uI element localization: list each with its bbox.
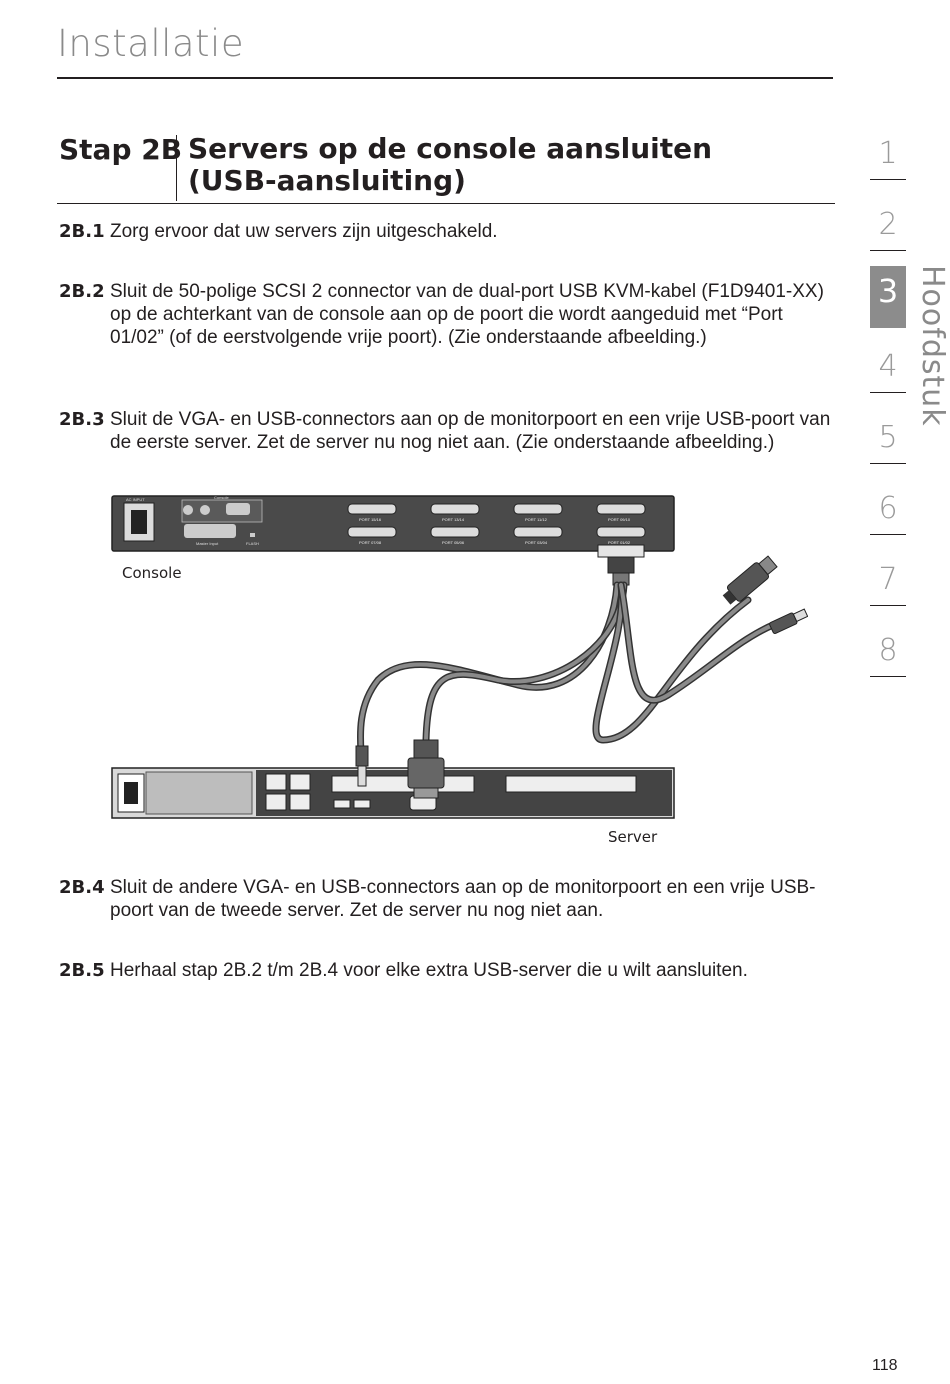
diagram-svg: AC INPUT Console Master Input FLASH PORT… <box>111 495 809 819</box>
ethernet-port <box>265 773 287 791</box>
server-caption: Server <box>608 828 658 846</box>
chapter-tab-6[interactable]: 6 <box>870 485 906 556</box>
header-title: Installatie <box>57 22 245 65</box>
item-text: Herhaal stap 2B.2 t/m 2B.4 voor elke ext… <box>110 960 748 981</box>
item-number: 2B.1 <box>59 221 105 242</box>
plugged-usb-connector <box>355 745 369 787</box>
step-divider <box>176 135 177 201</box>
master-input-port <box>184 524 236 538</box>
port-label: PORT 03/04 <box>525 540 548 545</box>
item-number: 2B.5 <box>59 960 105 981</box>
port-label: PORT 11/12 <box>525 517 548 522</box>
step-label: Stap 2B <box>59 133 183 166</box>
chapter-number: 6 <box>878 491 898 526</box>
master-input-label: Master Input <box>196 541 219 546</box>
ethernet-port <box>265 793 287 811</box>
page-number: 118 <box>872 1357 898 1374</box>
chapter-tab-5[interactable]: 5 <box>870 414 906 485</box>
connection-diagram: AC INPUT Console Master Input FLASH PORT… <box>108 490 809 860</box>
chapter-number: 2 <box>878 207 898 242</box>
chapter-rule <box>870 463 906 464</box>
step-title-line-2: (USB-aansluiting) <box>188 164 466 197</box>
plugged-vga-connector <box>407 739 445 799</box>
scsi-ports-top: PORT 15/16 PORT 13/14 PORT 11/12 PORT 09… <box>347 503 646 522</box>
expansion-slot <box>331 775 475 793</box>
server-power-socket-inner <box>124 782 138 804</box>
chapter-tab-8[interactable]: 8 <box>870 627 906 698</box>
free-vga-connector <box>722 555 778 605</box>
port-label: PORT 07/08 <box>359 540 382 545</box>
step-title-line-1: Servers op de console aansluiten <box>188 132 713 165</box>
chapter-tab-3-active[interactable] <box>870 266 906 328</box>
port-label: PORT 05/06 <box>442 540 465 545</box>
scsi-plug-body <box>607 556 635 574</box>
chapter-tab-7[interactable]: 7 <box>870 556 906 627</box>
chapter-tab-2[interactable]: 2 <box>870 201 906 272</box>
scsi-port <box>596 526 646 538</box>
scsi-port <box>347 503 397 515</box>
active-chapter-number: 3 <box>877 272 899 310</box>
chapter-rule <box>870 392 906 393</box>
item-number: 2B.4 <box>59 877 105 898</box>
port-label: PORT 01/02 <box>608 540 631 545</box>
item-text: Sluit de VGA- en USB-connectors aan op d… <box>110 409 831 453</box>
console-label: Console <box>214 495 229 500</box>
console-power-socket-inner <box>131 510 147 534</box>
chapter-number: 7 <box>878 562 898 597</box>
scsi-port <box>430 503 480 515</box>
item-text: Sluit de andere VGA- en USB-connectors a… <box>110 877 816 921</box>
scsi-port <box>513 503 563 515</box>
chapter-number: 5 <box>878 420 898 455</box>
chapter-tab-1[interactable]: 1 <box>870 130 906 201</box>
chapter-rule <box>870 179 906 180</box>
scsi-plug <box>597 544 645 558</box>
scsi-port <box>513 526 563 538</box>
port-label: PORT 13/14 <box>442 517 465 522</box>
server-vent <box>145 771 253 815</box>
ethernet-port <box>289 773 311 791</box>
ac-input-label: AC INPUT <box>126 497 145 502</box>
step-rule <box>57 203 835 204</box>
kvm-cables <box>356 581 777 756</box>
item-text: Sluit de 50-polige SCSI 2 connector van … <box>110 281 824 348</box>
ethernet-port <box>289 793 311 811</box>
chapter-rule <box>870 676 906 677</box>
chapter-rule <box>870 250 906 251</box>
chapter-number: 1 <box>878 136 898 171</box>
chapter-number: 4 <box>878 349 898 384</box>
flash-button <box>250 533 255 537</box>
ps2-port <box>183 505 193 515</box>
chapter-rule <box>870 534 906 535</box>
chapter-tab-4[interactable]: 4 <box>870 343 906 414</box>
scsi-port <box>347 526 397 538</box>
port-label: PORT 09/10 <box>608 517 631 522</box>
item-number: 2B.2 <box>59 281 105 302</box>
chapter-number: 8 <box>878 633 898 668</box>
free-usb-connector <box>769 608 809 635</box>
server-usb-port <box>353 799 371 809</box>
port-label: PORT 15/16 <box>359 517 382 522</box>
item-number: 2B.3 <box>59 409 105 430</box>
header-rule <box>57 77 833 79</box>
scsi-ports-bottom: PORT 07/08 PORT 05/06 PORT 03/04 PORT 01… <box>347 526 646 545</box>
ps2-port <box>200 505 210 515</box>
flash-label: FLASH <box>246 541 259 546</box>
expansion-slot <box>505 775 637 793</box>
scsi-port <box>596 503 646 515</box>
item-text: Zorg ervoor dat uw servers zijn uitgesch… <box>110 221 498 242</box>
vga-port <box>226 503 250 515</box>
chapter-rule <box>870 605 906 606</box>
console-caption: Console <box>122 564 182 582</box>
server-usb-port <box>333 799 351 809</box>
chapter-vertical-label: Hoofdstuk <box>915 265 950 427</box>
scsi-port <box>430 526 480 538</box>
step-title: Servers op de console aansluiten (USB-aa… <box>188 133 712 197</box>
